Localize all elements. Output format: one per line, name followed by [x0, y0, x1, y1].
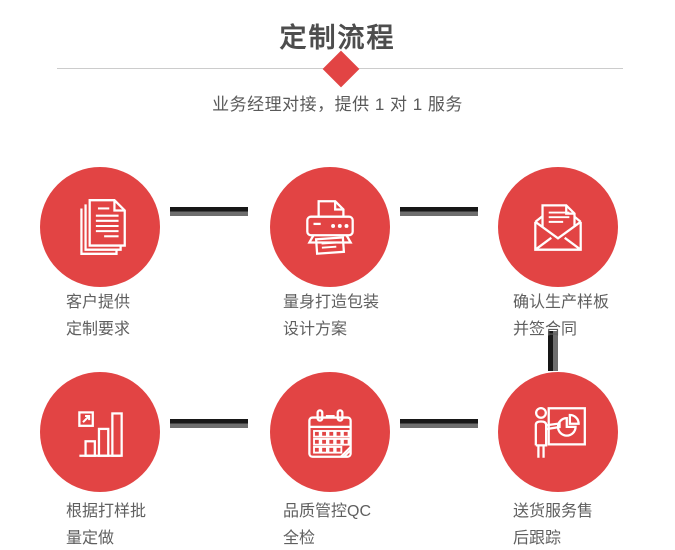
- bar-chart-icon: [67, 399, 133, 465]
- envelope-icon: [525, 194, 591, 260]
- step-label-6: 送货服务售 后跟踪: [513, 498, 593, 550]
- step-label-6-line2: 后跟踪: [513, 530, 562, 547]
- connector-step2-step3: [400, 207, 478, 216]
- step-label-5: 品质管控QC 全检: [283, 498, 371, 550]
- header-subtitle: 业务经理对接，提供 1 对 1 服务: [212, 95, 463, 114]
- step-label-1: 客户提供 定制要求: [66, 289, 130, 343]
- presentation-icon: [525, 399, 591, 465]
- calendar-icon: [297, 399, 363, 465]
- step-label-3: 确认生产样板 并签合同: [513, 289, 609, 343]
- step-label-2: 量身打造包装 设计方案: [283, 289, 379, 343]
- step-circle-2: [270, 167, 390, 287]
- step-label-1-line2: 定制要求: [66, 321, 131, 338]
- step-label-3-line2: 并签合同: [513, 321, 578, 338]
- step-label-5-line2: 全检: [283, 530, 316, 547]
- connector-step3-step6: [548, 331, 558, 371]
- step-label-4-line2: 量定做: [66, 530, 115, 547]
- step-circle-6: [498, 372, 618, 492]
- step-circle-4: [40, 372, 160, 492]
- step-circle-5: [270, 372, 390, 492]
- printer-icon: [297, 194, 363, 260]
- diamond-icon: [322, 50, 360, 88]
- connector-step4-step5: [170, 419, 248, 428]
- step-circle-1: [40, 167, 160, 287]
- step-label-5-line1: 品质管控QC: [283, 503, 372, 520]
- step-label-4: 根据打样批 量定做: [66, 498, 146, 550]
- step-label-6-line1: 送货服务售: [513, 503, 594, 520]
- step-circle-3: [498, 167, 618, 287]
- documents-icon: [67, 194, 133, 260]
- step-label-2-line2: 设计方案: [283, 321, 348, 338]
- step-label-4-line1: 根据打样批: [66, 503, 147, 520]
- step-label-3-line1: 确认生产样板: [513, 294, 610, 311]
- step-label-1-line1: 客户提供: [66, 294, 131, 311]
- connector-step5-step6: [400, 419, 478, 428]
- page-title: 定制流程: [279, 23, 396, 53]
- connector-step1-step2: [170, 207, 248, 216]
- step-label-2-line1: 量身打造包装: [283, 294, 380, 311]
